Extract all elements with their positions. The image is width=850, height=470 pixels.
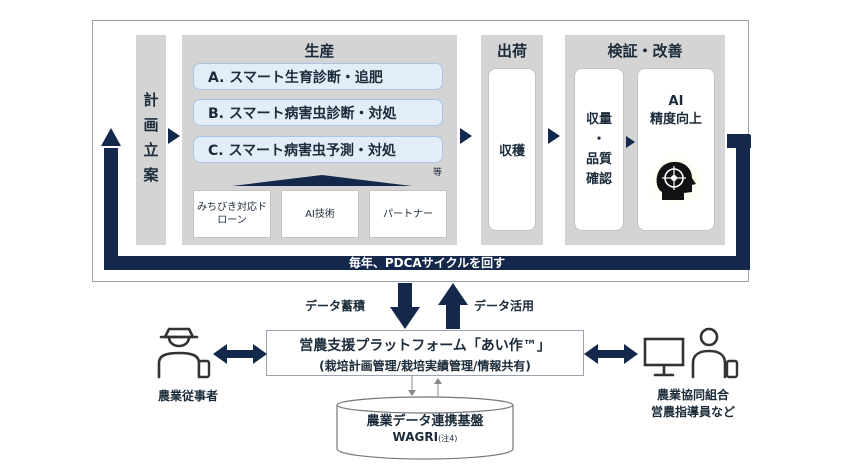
farmer-icon — [157, 327, 211, 379]
person-icon — [691, 327, 727, 379]
coop-icons — [643, 327, 739, 379]
farmer-platform-arrow — [213, 344, 267, 364]
shipping-title: 出荷 — [496, 42, 527, 60]
support-drone: みちびき対応ドローン — [193, 190, 271, 238]
cycle-arrow-up — [101, 128, 121, 146]
planning-char: 立 — [143, 141, 159, 159]
platform-box: 営農支援プラットフォーム「あい作™」 (栽培計画管理/栽培実績管理/情報共有) — [266, 330, 584, 376]
arrow-shipping-to-verify — [548, 128, 560, 144]
wagri-note: (注4) — [438, 434, 458, 443]
production-item-c: C. スマート病害虫予測・対処 — [193, 136, 443, 163]
support-ai: AI技術 — [281, 190, 359, 238]
arrow-yield-to-ai — [626, 136, 635, 148]
smartphone-icon — [197, 359, 211, 379]
platform-functions: (栽培計画管理/栽培実績管理/情報共有) — [319, 359, 531, 373]
wagri-label: WAGRI — [392, 430, 439, 444]
production-etc: 等 — [433, 168, 443, 178]
data-up-label: データ活用 — [474, 299, 535, 313]
platform-wagri-connectors — [408, 376, 442, 398]
wagri-name: WAGRI(注4) — [335, 430, 515, 444]
cycle-label: 毎年、PDCAサイクルを回す — [348, 256, 506, 270]
data-down-label: データ蓄積 — [305, 299, 366, 313]
yield-quality-line: 確認 — [585, 171, 612, 187]
planning-char: 計 — [143, 91, 159, 109]
support-triangle — [232, 175, 412, 186]
arrow-production-to-shipping — [460, 128, 472, 144]
data-up-arrow — [438, 283, 468, 329]
planning-label: 計 画 立 案 — [136, 88, 166, 188]
coop-label-line2: 営農指導員など — [650, 405, 735, 419]
wagri-title: 農業データ連携基盤 — [366, 414, 484, 429]
harvest-box: 収穫 — [488, 68, 536, 231]
cycle-connector — [727, 134, 750, 148]
arrow-plan-to-production — [168, 128, 180, 144]
coop-label-line1: 農業協同組合 — [656, 388, 729, 402]
coop-label: 農業協同組合 営農指導員など — [628, 387, 758, 421]
ai-accuracy-line: AI — [668, 94, 684, 109]
ai-accuracy-line: 精度向上 — [649, 112, 702, 127]
planning-panel — [136, 35, 166, 245]
farmer-label: 農業従事者 — [157, 389, 218, 403]
production-title: 生産 — [304, 42, 335, 60]
computer-monitor-icon — [643, 337, 685, 377]
coop-platform-arrow — [584, 344, 638, 364]
production-item-b: B. スマート病害虫診断・対処 — [193, 99, 443, 126]
planning-char: 画 — [143, 116, 159, 134]
wagri-database — [336, 396, 514, 460]
platform-name: 営農支援プラットフォーム「あい作™」 — [299, 338, 551, 354]
planning-char: 案 — [143, 166, 159, 184]
yield-quality-line: 品質 — [585, 151, 612, 167]
production-item-a: A. スマート生育診断・追肥 — [193, 63, 443, 90]
support-partner: パートナー — [369, 190, 447, 238]
yield-quality-box: 収量 ・ 品質 確認 — [574, 68, 624, 231]
yield-quality-line: 収量 — [585, 111, 612, 127]
verify-title: 検証・改善 — [607, 42, 683, 60]
data-down-arrow — [390, 283, 420, 329]
ai-head-icon — [642, 150, 710, 212]
yield-quality-line: ・ — [592, 131, 606, 147]
smartphone-icon — [725, 359, 739, 379]
